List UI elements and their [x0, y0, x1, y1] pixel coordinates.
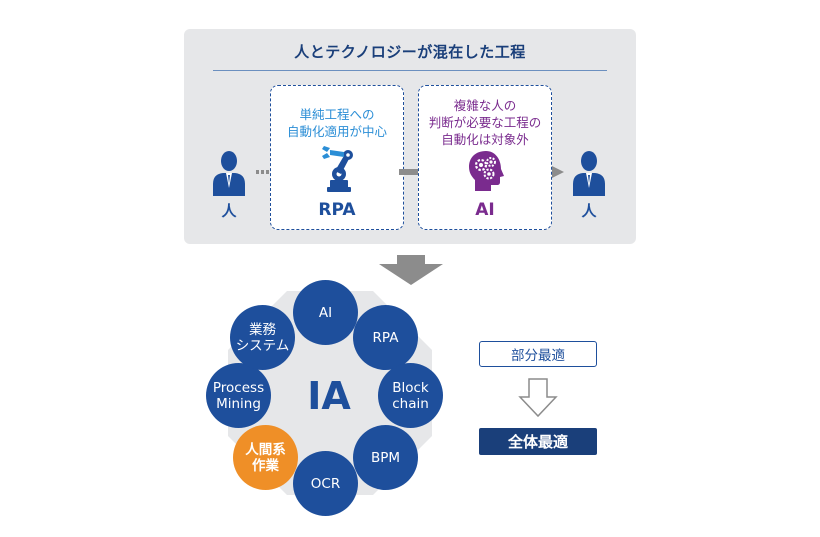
ia-node-label: AI: [318, 304, 333, 321]
mixed-process-panel: [184, 29, 636, 244]
person-left-icon: [213, 151, 245, 196]
robot-arm-icon: [322, 146, 353, 192]
rpa-box: [270, 85, 404, 230]
ia-node-label: Process: [212, 379, 265, 396]
panel-title-divider: [213, 70, 607, 71]
ia-node-ocr: OCR: [293, 451, 358, 516]
outline-down-arrow-icon: [518, 378, 558, 418]
ia-node-label: システム: [235, 337, 290, 354]
ia-center-label: IA: [307, 374, 351, 418]
person-left-label: 人: [221, 202, 237, 220]
ia-node-label: RPA: [372, 329, 399, 346]
ia-node-rpa: RPA: [353, 305, 418, 370]
ai-label: AI: [475, 200, 495, 220]
ia-node-label: 業務: [248, 321, 276, 338]
person-right-label: 人: [581, 202, 597, 220]
rpa-label: RPA: [318, 200, 356, 220]
ai-head-gears-icon: [469, 151, 504, 191]
ia-node-label: 作業: [252, 457, 279, 474]
panel-title: 人とテクノロジーが混在した工程: [294, 43, 526, 61]
ia-node-label: Mining: [216, 395, 261, 412]
partial-optimization-badge: 部分最適: [479, 341, 597, 367]
rpa-description: 単純工程への 自動化適用が中心: [270, 106, 404, 140]
rpa-description-line: 単純工程への: [299, 107, 375, 122]
ai-description-line: 自動化は対象外: [441, 132, 529, 147]
ia-node-business-system: 業務システム: [230, 305, 295, 370]
ia-node-label: Block: [392, 379, 429, 396]
ai-description-line: 複雑な人の: [453, 98, 517, 113]
ai-description-line: 判断が必要な工程の: [428, 115, 542, 130]
overall-optimization-badge: 全体最適: [479, 428, 597, 455]
ia-node-ai: AI: [293, 280, 358, 345]
ia-node-label: BPM: [370, 449, 401, 466]
person-right-icon: [573, 151, 605, 196]
ia-node-bpm: BPM: [353, 425, 418, 490]
ia-node-label: chain: [392, 395, 429, 412]
ai-description: 複雑な人の 判断が必要な工程の 自動化は対象外: [418, 97, 552, 148]
down-arrow-icon: [379, 255, 443, 285]
rpa-description-line: 自動化適用が中心: [286, 124, 387, 139]
ia-node-label: OCR: [310, 475, 341, 492]
ia-node-human-work: 人間系作業: [233, 425, 298, 490]
ia-node-label: 人間系: [245, 441, 286, 458]
